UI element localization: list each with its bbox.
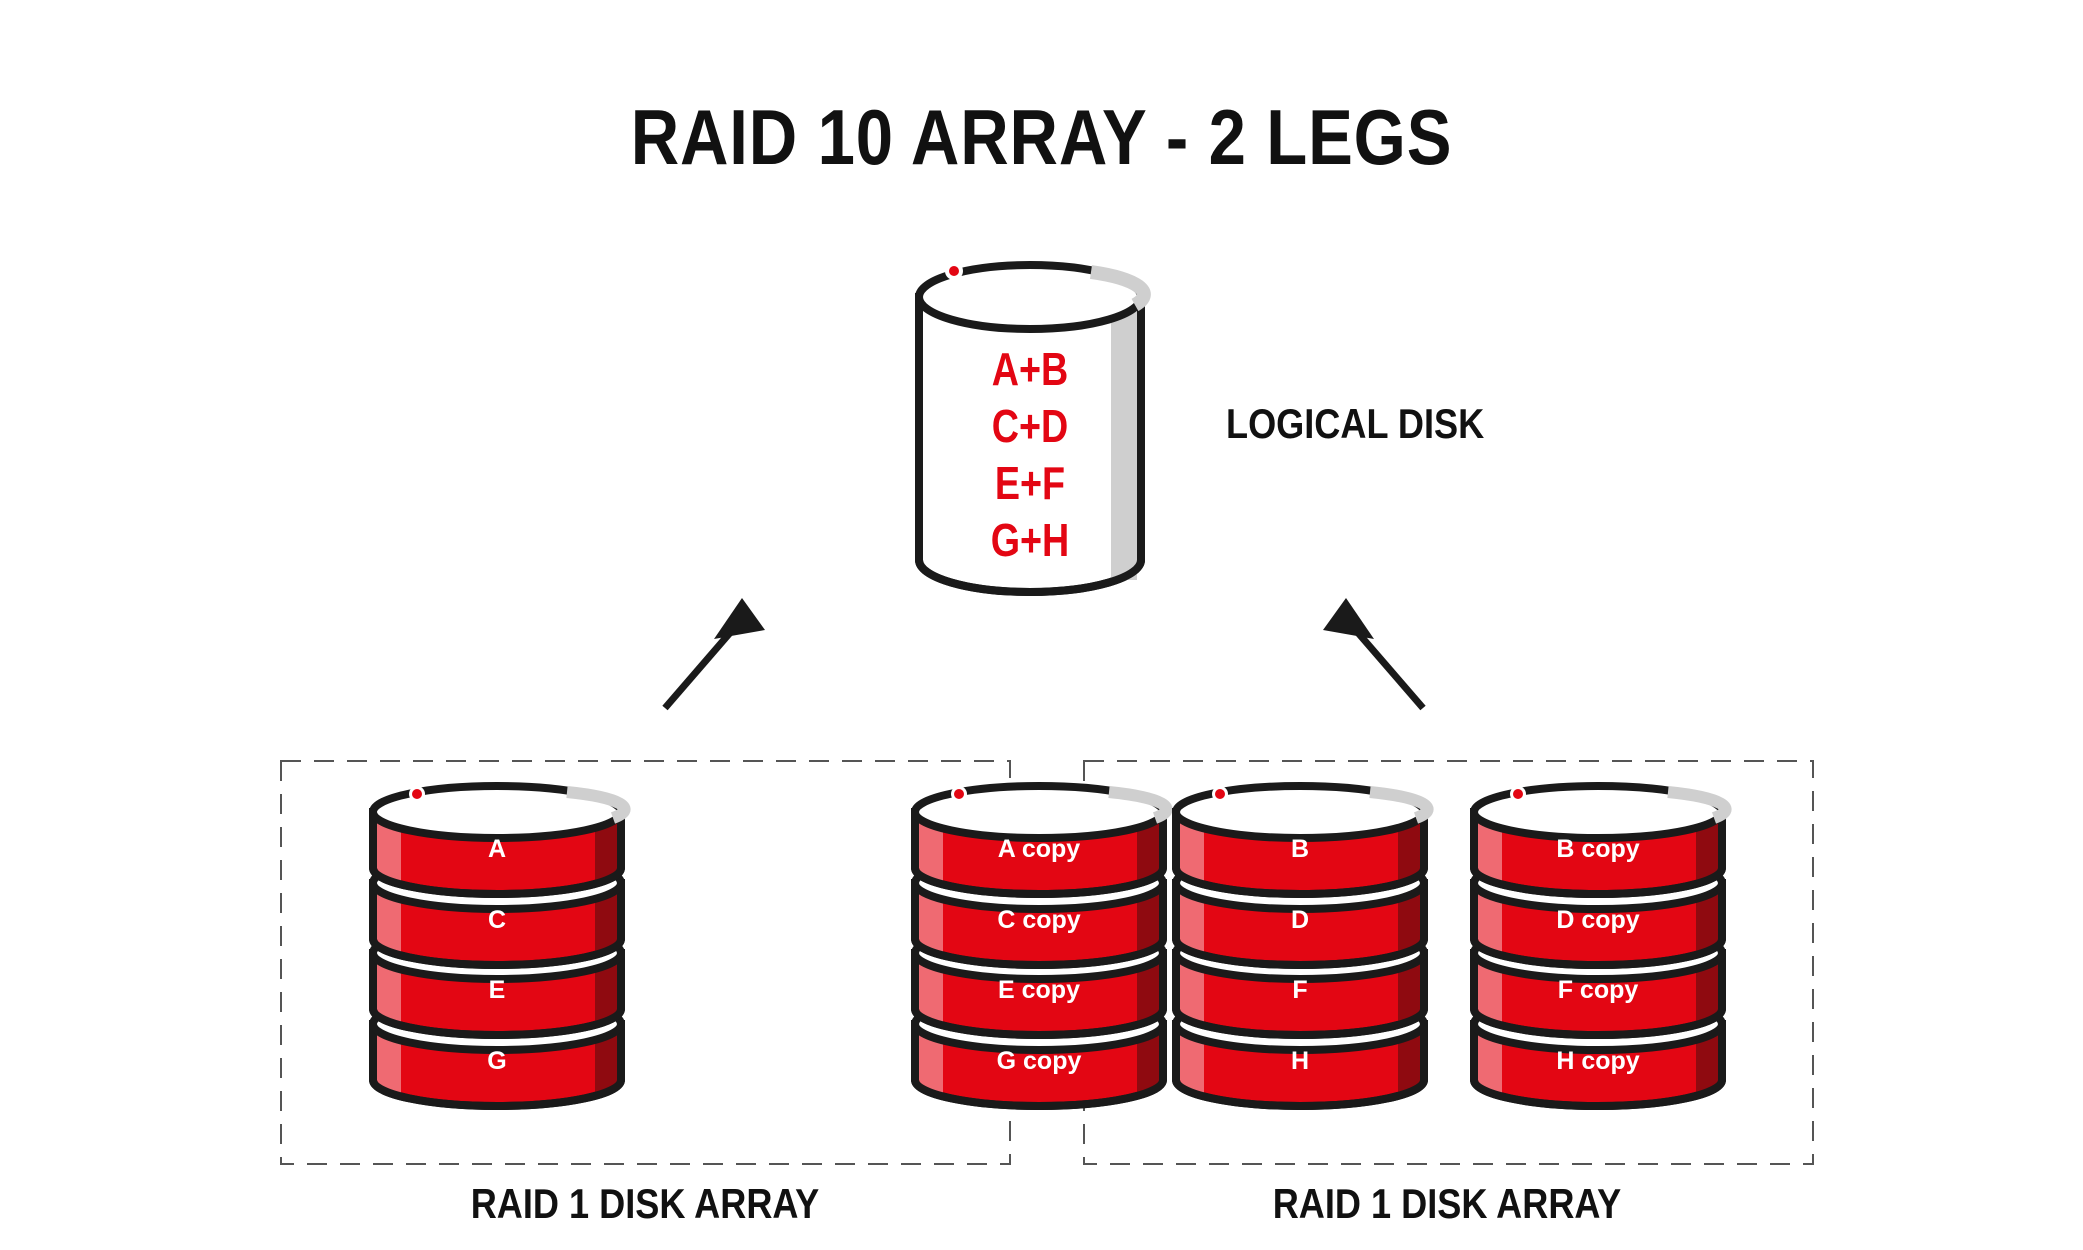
disk-platter-label: C [488,906,506,934]
disk-platter-label: D copy [1556,906,1639,934]
disk-stack-icon: H copy F copy D copy B copy [1470,782,1732,1110]
disk-platter-label: G copy [997,1047,1082,1075]
disk-platter-label: E [489,976,506,1004]
raid1-array-label-right: RAID 1 DISK ARRAY [1272,1180,1622,1227]
logical-disk-icon: A+B C+D E+F G+H [915,261,1151,596]
disk-stack-icon: G copy E copy C copy A copy [911,782,1173,1110]
disk-platter-label: B copy [1556,835,1639,863]
diagram-title: RAID 10 ARRAY - 2 LEGS [630,93,1453,181]
disk-stack-icon: G E C A [369,782,631,1110]
arrow-icon-right [1323,598,1426,711]
disk-platter-label: D [1291,906,1309,934]
logical-disk-content: A+B [992,343,1068,394]
disk-platter: A [369,782,631,898]
disk-platter-label: B [1291,835,1309,863]
disk-platter-label: A [488,835,506,863]
disk-platter-label: G [487,1047,506,1075]
disk-platter-label: H [1291,1047,1309,1075]
disk-platter-label: F copy [1558,976,1639,1004]
logical-disk-label: LOGICAL DISK [1226,400,1485,447]
disk-stack-icon: H F D B [1172,782,1434,1110]
disk-platter: E [369,923,625,1039]
disk-platter-label: E copy [998,976,1080,1004]
disk-platter-label: H copy [1556,1047,1639,1075]
raid1-array-label-left: RAID 1 DISK ARRAY [470,1180,820,1227]
logical-disk-content: E+F [995,457,1065,508]
disk-platter: B copy [1470,782,1732,898]
disk-platter-label: C copy [997,906,1080,934]
disk-platter-label: A copy [998,835,1081,863]
arrow-icon-left [662,598,765,711]
disk-platter: B [1172,782,1434,898]
disk-platter-label: F [1292,976,1307,1004]
logical-disk-content: C+D [992,400,1068,451]
logical-disk-content: G+H [991,514,1070,565]
disk-platter: A copy [911,782,1173,898]
